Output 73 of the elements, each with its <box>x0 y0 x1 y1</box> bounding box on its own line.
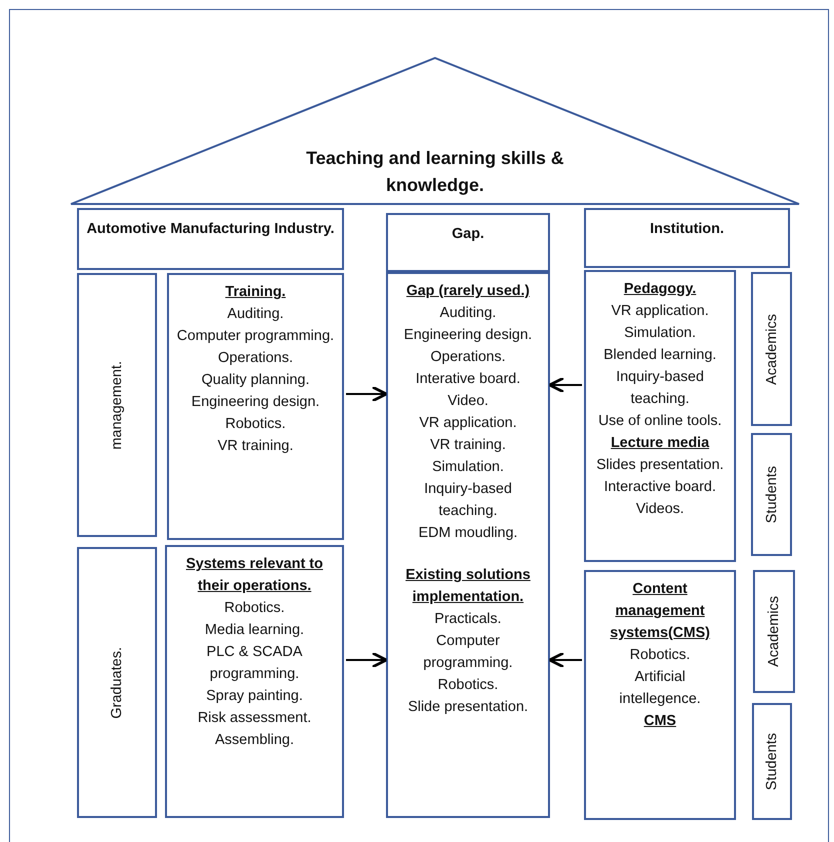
list-item: Videos. <box>636 500 684 519</box>
list-item: Artificial intellegence. <box>618 668 702 709</box>
list-item: Engineering design. <box>404 326 532 345</box>
list-item: Robotics. <box>630 646 690 665</box>
list-item: Robotics. <box>224 599 285 618</box>
list-item: Quality planning. <box>201 371 310 390</box>
column-heading: Automotive Manufacturing Industry. <box>86 220 334 239</box>
list-item: EDM moudling. <box>418 524 518 543</box>
list-item: Interactive board. <box>604 478 716 497</box>
list-box <box>584 270 736 562</box>
label-box <box>77 273 157 537</box>
column-heading: Institution. <box>650 220 724 239</box>
list-item: Computer programming. <box>176 327 334 346</box>
header-box <box>77 208 344 270</box>
list-item: Use of online tools. <box>598 412 722 431</box>
list-box <box>386 272 550 818</box>
label-box <box>752 703 792 820</box>
list-item: Robotics. <box>438 676 498 695</box>
arrow <box>346 652 388 668</box>
arrow <box>346 386 388 402</box>
list-item: Operations. <box>430 348 506 367</box>
section-heading: Lecture media <box>610 434 710 453</box>
label-box <box>77 547 157 818</box>
roof-title: Teaching and learning skills & knowledge. <box>306 148 564 195</box>
vertical-label: Academics <box>764 314 780 384</box>
list-item: Auditing. <box>227 305 284 324</box>
list-item: VR training. <box>218 437 294 456</box>
label-box <box>751 433 792 556</box>
list-item: Blended learning. <box>604 346 716 365</box>
list-box <box>165 545 344 818</box>
arrow <box>548 376 582 394</box>
list-item: Computer programming. <box>422 632 514 673</box>
section-heading: CMS <box>644 712 676 731</box>
vertical-label: Students <box>764 466 780 524</box>
column-heading: Gap. <box>452 225 484 244</box>
label-box <box>753 570 795 693</box>
list-item: PLC & SCADA programming. <box>206 643 304 684</box>
list-item: Inquiry-based teaching. <box>423 480 513 521</box>
vertical-label: Graduates. <box>109 646 125 718</box>
list-item: Slides presentation. <box>596 456 724 475</box>
vertical-label: Students <box>764 732 780 790</box>
list-item: Interative board. <box>416 370 520 389</box>
vertical-label: Academics <box>766 596 782 667</box>
list-item: Robotics. <box>225 415 286 434</box>
section-heading: Content management systems(CMS) <box>609 580 711 643</box>
section-heading: Training. <box>225 283 286 302</box>
list-item: VR training. <box>430 436 506 455</box>
list-item: Simulation. <box>432 458 504 477</box>
list-item: Media learning. <box>204 621 304 640</box>
list-box <box>584 570 736 820</box>
section-heading: Pedagogy. <box>624 280 696 299</box>
list-item: VR application. <box>419 414 517 433</box>
list-item: Risk assessment. <box>198 709 312 728</box>
list-item: Assembling. <box>215 731 294 750</box>
arrow <box>548 652 582 668</box>
section-heading: Existing solutions implementation. <box>404 566 532 607</box>
list-item: Operations. <box>218 349 293 368</box>
header-box <box>584 208 790 268</box>
list-item: Auditing. <box>440 304 496 323</box>
label-box <box>751 272 792 426</box>
section-heading: Gap (rarely used.) <box>406 282 530 301</box>
list-item: Simulation. <box>624 324 696 343</box>
list-box <box>167 273 344 540</box>
list-item: Spray painting. <box>206 687 303 706</box>
vertical-label: management. <box>109 360 125 450</box>
list-item: Practicals. <box>434 610 502 629</box>
list-item: Engineering design. <box>191 393 320 412</box>
list-item: VR application. <box>611 302 709 321</box>
list-item: Slide presentation. <box>408 698 528 717</box>
section-heading: Systems relevant to their operations. <box>184 555 324 596</box>
list-item: Inquiry-based teaching. <box>615 368 705 409</box>
list-item: Video. <box>448 392 488 411</box>
header-box <box>386 213 550 272</box>
